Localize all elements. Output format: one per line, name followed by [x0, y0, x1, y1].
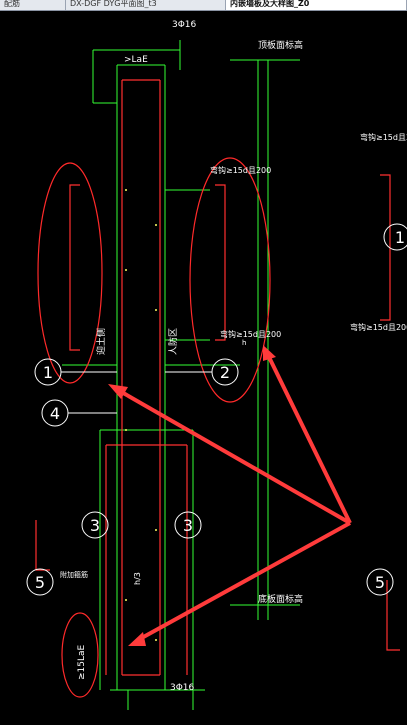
- marker-circles: [26, 223, 407, 596]
- top-elev-label: 顶板面标高: [258, 39, 303, 51]
- anchor-top-label: >LaE: [124, 55, 148, 65]
- tab-peijin[interactable]: 配筋: [0, 0, 66, 10]
- marker-4: 4: [50, 404, 60, 423]
- h3-label: h/3: [133, 572, 142, 585]
- marker-numbers: 1 2 3 3 4 5 5 1: [35, 228, 405, 592]
- soil-side-label: 迎土侧: [95, 328, 107, 355]
- tab-label: 配筋: [4, 0, 20, 8]
- tab-plan[interactable]: DX-DGF DYG平面图_t3: [66, 0, 226, 10]
- tab-bar: 配筋 DX-DGF DYG平面图_t3 内嵌墙板及大样图_Z0: [0, 0, 407, 11]
- wall-outline: [62, 40, 300, 710]
- annotation-arrows: [117, 354, 352, 642]
- annotation-ellipses: [37, 157, 271, 698]
- rebar-note-right-2: 弯钩≥15d且200: [350, 322, 407, 332]
- cad-canvas[interactable]: 1 2 3 3 4 5 5 1 3Φ16 3Φ16 >LaE 顶板面标高 底板面…: [0, 10, 407, 725]
- tab-label: DX-DGF DYG平面图_t3: [70, 0, 157, 8]
- marker-3a: 3: [90, 516, 100, 535]
- tab-detail[interactable]: 内嵌墙板及大样图_Z0: [226, 0, 407, 10]
- marker-1: 1: [43, 363, 53, 382]
- drawing-labels: 3Φ16 3Φ16 >LaE 顶板面标高 底板面标高 弯钩≥15d且200 弯钩…: [60, 20, 407, 693]
- marker-3b: 3: [183, 516, 193, 535]
- hn-label: h: [242, 339, 246, 347]
- top-rebar-label: 3Φ16: [172, 20, 197, 30]
- vertical-labels: 迎土侧 人防区 h/3 ≥15LaE: [77, 328, 179, 680]
- rebar-dots: [125, 189, 157, 641]
- marker-2: 2: [220, 363, 230, 382]
- rebar-lines: [35, 79, 400, 676]
- arrow-heads: [108, 345, 276, 646]
- marker-5a: 5: [35, 573, 45, 592]
- extra-stirrup-label: 附加箍筋: [60, 570, 88, 579]
- marker-1b: 1: [395, 228, 405, 247]
- marker-5b: 5: [375, 573, 385, 592]
- bottom-elev-label: 底板面标高: [258, 593, 303, 605]
- tab-label: 内嵌墙板及大样图_Z0: [230, 0, 310, 8]
- civil-defense-label: 人防区: [167, 328, 179, 355]
- bottom-rebar-label: 3Φ16: [170, 683, 195, 693]
- rebar-note-2: 弯钩≥15d且200: [220, 329, 281, 339]
- rebar-note-right-1: 弯钩≥15d且200: [360, 132, 407, 142]
- rebar-note-1: 弯钩≥15d且200: [210, 165, 271, 175]
- anchor-bottom-label: ≥15LaE: [77, 644, 87, 680]
